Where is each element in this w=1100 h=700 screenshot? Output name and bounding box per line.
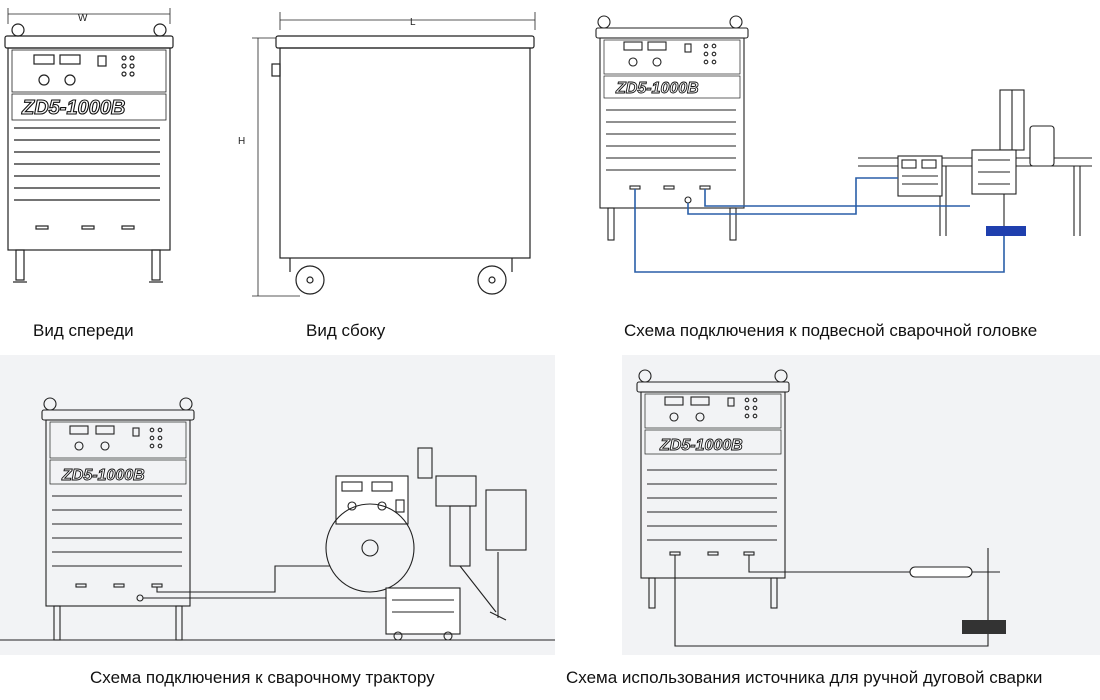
hanging-head-cables [634,177,1005,273]
front-view-drawing [4,8,174,283]
side-view-caption: Вид сбоку [306,321,386,340]
front-view-caption: Вид спереди [33,321,134,340]
hanging-head-caption: Схема подключения к подвесной сварочной … [624,321,1038,340]
dimension-h-label: H [238,136,245,147]
dimension-w-label: W [78,13,88,24]
manual-arc-model-logo: ZD5-1000B [659,437,743,454]
hanging-head-workpiece [986,226,1026,236]
manual-arc-workpiece [962,620,1006,634]
tractor-diagram [0,397,555,641]
dimension-l-label: L [410,17,416,28]
front-view-model-logo: ZD5-1000B [21,97,125,119]
side-view-drawing [252,12,536,297]
tractor-model-logo: ZD5-1000B [61,467,145,484]
tractor-caption: Схема подключения к сварочному трактору [90,668,435,687]
manual-arc-caption: Схема использования источника для ручной… [566,668,1043,687]
hanging-head-diagram [595,15,1092,241]
tractor-panel-background [0,355,555,655]
manual-arc-panel-background [622,355,1100,655]
hanging-head-model-logo: ZD5-1000B [615,80,699,97]
manual-arc-diagram [636,369,1000,647]
